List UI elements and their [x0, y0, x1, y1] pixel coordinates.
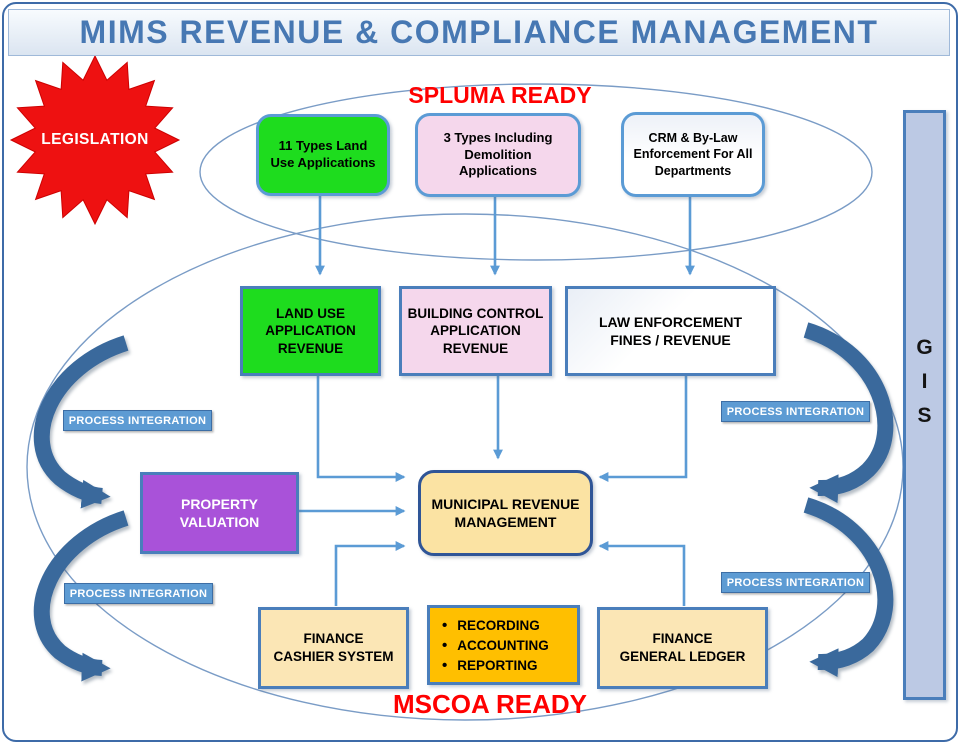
process-integration-label-bottom-left: PROCESS INTEGRATION [64, 583, 213, 604]
box-property-valuation: PROPERTY VALUATION [140, 472, 299, 554]
mscoa-ready-label: MSCOA READY [392, 689, 588, 719]
curved-arrow-top-right [803, 322, 894, 504]
gis-label: G I S [916, 336, 932, 428]
connector-lines [296, 191, 695, 606]
connector-ledger-to-municipal [598, 541, 686, 606]
box-municipal-revenue-management: MUNICIPAL REVENUE MANAGEMENT [418, 470, 593, 556]
box-land-use-application-revenue: LAND USE APPLICATION REVENUE [240, 286, 381, 376]
box-label: BUILDING CONTROL APPLICATION REVENUE [407, 305, 544, 356]
box-land-use-application-types: 11 Types Land Use Applications [256, 114, 390, 196]
curved-arrow-top-left [33, 335, 129, 509]
list-item-label: RECORDING [457, 617, 540, 633]
process-integration-label-bottom-right: PROCESS INTEGRATION [721, 572, 870, 593]
list-item-label: ACCOUNTING [457, 637, 549, 653]
gis-letter: I [921, 370, 928, 393]
box-label: LAND USE APPLICATION REVENUE [265, 305, 356, 356]
box-crm-bylaw-enforcement: CRM & By-Law Enforcement For All Departm… [621, 112, 765, 197]
process-integration-label-top-right: PROCESS INTEGRATION [721, 401, 870, 422]
bullet-icon: • [442, 636, 448, 654]
title-bar: MIMS REVENUE & COMPLIANCE MANAGEMENT [8, 9, 950, 56]
legislation-badge: LEGISLATION [41, 131, 149, 148]
list-item: • REPORTING [442, 658, 538, 673]
curved-arrow-bottom-right [803, 497, 894, 678]
list-item: • RECORDING [442, 618, 540, 633]
list-item: • ACCOUNTING [442, 638, 549, 653]
box-label: 3 Types Including Demolition Application… [443, 129, 553, 179]
box-law-enforcement-fines-revenue: LAW ENFORCEMENT FINES / REVENUE [565, 286, 776, 376]
list-item-label: REPORTING [457, 657, 538, 673]
connector-landuse-to-municipal [316, 370, 406, 482]
connector-law-to-municipal [598, 370, 688, 482]
box-demolition-application-types: 3 Types Including Demolition Application… [415, 113, 581, 197]
legislation-starburst-shape [9, 54, 181, 226]
spluma-ellipse [199, 83, 873, 261]
box-label: CRM & By-Law Enforcement For All Departm… [633, 131, 753, 178]
gis-letter: G [916, 336, 933, 359]
spluma-ready-label: SPLUMA READY [408, 82, 592, 108]
box-label: PROPERTY VALUATION [179, 495, 260, 530]
page-title: MIMS REVENUE & COMPLIANCE MANAGEMENT [79, 14, 879, 50]
gis-bar: G I S [903, 110, 946, 700]
connector-cashier-to-municipal [334, 541, 406, 606]
gis-letter: S [917, 404, 932, 427]
process-integration-arrows [33, 322, 894, 682]
box-label: 11 Types Land Use Applications [270, 138, 376, 170]
box-finance-cashier-system: FINANCE CASHIER SYSTEM [258, 607, 409, 689]
box-building-control-application-revenue: BUILDING CONTROL APPLICATION REVENUE [399, 286, 552, 376]
curved-arrow-bottom-left [33, 510, 129, 682]
box-label: MUNICIPAL REVENUE MANAGEMENT [431, 495, 580, 530]
box-label: LAW ENFORCEMENT FINES / REVENUE [598, 313, 743, 348]
box-finance-general-ledger: FINANCE GENERAL LEDGER [597, 607, 768, 689]
bullet-icon: • [442, 656, 448, 674]
box-recording-accounting-reporting: • RECORDING • ACCOUNTING • REPORTING [427, 605, 580, 685]
bullet-icon: • [442, 616, 448, 634]
process-integration-label-top-left: PROCESS INTEGRATION [63, 410, 212, 431]
box-label: FINANCE GENERAL LEDGER [619, 631, 746, 664]
box-label: FINANCE CASHIER SYSTEM [273, 631, 394, 664]
